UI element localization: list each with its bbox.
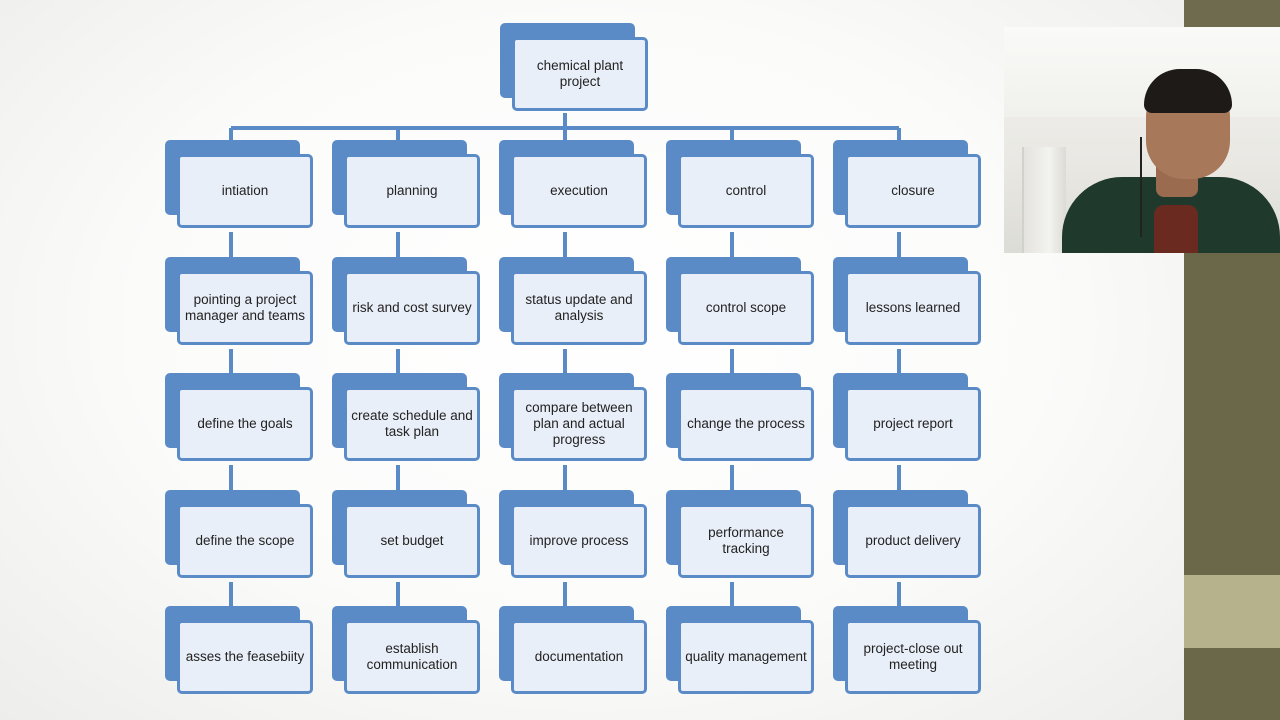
box-front: lessons learned xyxy=(845,271,981,345)
task-label: asses the feasebiity xyxy=(185,649,305,664)
header-node-planning: planning xyxy=(332,140,482,230)
box-front: closure xyxy=(845,154,981,228)
task-label: documentation xyxy=(534,649,624,664)
box-front: documentation xyxy=(511,620,647,694)
webcam-ceiling xyxy=(1004,27,1280,117)
task-node: quality management xyxy=(666,606,816,696)
task-label: change the process xyxy=(687,416,805,431)
box-front: set budget xyxy=(344,504,480,578)
root-node-label: chemical plant project xyxy=(536,58,624,89)
task-node: risk and cost survey xyxy=(332,257,482,347)
task-label: compare between plan and actual progress xyxy=(525,400,633,447)
presenter-webcam-video xyxy=(1004,27,1280,253)
task-node: project-close out meeting xyxy=(833,606,983,696)
task-label: project report xyxy=(873,416,953,431)
box-front: define the scope xyxy=(177,504,313,578)
task-label: status update and analysis xyxy=(525,292,633,323)
box-front: quality management xyxy=(678,620,814,694)
box-front: performance tracking xyxy=(678,504,814,578)
task-label: product delivery xyxy=(865,533,961,548)
box-front: pointing a project manager and teams xyxy=(177,271,313,345)
header-node-initiation: intiation xyxy=(165,140,315,230)
box-front: asses the feasebiity xyxy=(177,620,313,694)
task-node: project report xyxy=(833,373,983,463)
box-front: create schedule and task plan xyxy=(344,387,480,461)
box-front: intiation xyxy=(177,154,313,228)
header-node-execution: execution xyxy=(499,140,649,230)
task-label: define the scope xyxy=(195,533,295,548)
task-node: asses the feasebiity xyxy=(165,606,315,696)
header-label: execution xyxy=(550,183,608,198)
box-front: change the process xyxy=(678,387,814,461)
slide-canvas: chemical plant project intiation pointin… xyxy=(0,0,1184,720)
task-node: establish communication xyxy=(332,606,482,696)
task-node: control scope xyxy=(666,257,816,347)
header-label: intiation xyxy=(221,183,269,198)
webcam-doorway xyxy=(1022,147,1066,253)
earphone-cable xyxy=(1140,137,1142,237)
side-bar-top xyxy=(1184,0,1280,27)
task-label: improve process xyxy=(529,533,629,548)
header-label: closure xyxy=(891,183,935,198)
box-front: status update and analysis xyxy=(511,271,647,345)
presenter-hair xyxy=(1144,69,1232,113)
task-label: set budget xyxy=(380,533,444,548)
box-front: control scope xyxy=(678,271,814,345)
task-label: quality management xyxy=(685,649,807,664)
box-front: product delivery xyxy=(845,504,981,578)
task-label: create schedule and task plan xyxy=(351,408,473,439)
task-node: define the scope xyxy=(165,490,315,580)
task-label: control scope xyxy=(705,300,787,315)
box-front: compare between plan and actual progress xyxy=(511,387,647,461)
task-node: performance tracking xyxy=(666,490,816,580)
header-label: control xyxy=(725,183,767,198)
task-label: pointing a project manager and teams xyxy=(184,292,306,323)
task-node: set budget xyxy=(332,490,482,580)
task-node: documentation xyxy=(499,606,649,696)
side-bar-accent xyxy=(1184,575,1280,648)
task-node: improve process xyxy=(499,490,649,580)
box-front: improve process xyxy=(511,504,647,578)
task-node: define the goals xyxy=(165,373,315,463)
task-label: risk and cost survey xyxy=(352,300,472,315)
box-front: project report xyxy=(845,387,981,461)
task-label: define the goals xyxy=(197,416,293,431)
header-label: planning xyxy=(386,183,438,198)
root-node-front: chemical plant project xyxy=(512,37,648,111)
connector-lines xyxy=(229,113,901,606)
box-front: define the goals xyxy=(177,387,313,461)
task-node: create schedule and task plan xyxy=(332,373,482,463)
task-label: performance tracking xyxy=(708,525,784,556)
task-label: lessons learned xyxy=(865,300,961,315)
box-front: planning xyxy=(344,154,480,228)
box-front: control xyxy=(678,154,814,228)
task-node: status update and analysis xyxy=(499,257,649,347)
task-label: establish communication xyxy=(366,641,458,672)
task-node: lessons learned xyxy=(833,257,983,347)
box-front: establish communication xyxy=(344,620,480,694)
task-node: pointing a project manager and teams xyxy=(165,257,315,347)
task-label: project-close out meeting xyxy=(863,641,963,672)
task-node: compare between plan and actual progress xyxy=(499,373,649,463)
side-bar-bottom xyxy=(1184,648,1280,720)
task-node: product delivery xyxy=(833,490,983,580)
header-node-closure: closure xyxy=(833,140,983,230)
box-front: risk and cost survey xyxy=(344,271,480,345)
root-node: chemical plant project xyxy=(500,23,650,113)
task-node: change the process xyxy=(666,373,816,463)
presenter-shirt xyxy=(1154,205,1198,253)
box-front: project-close out meeting xyxy=(845,620,981,694)
header-node-control: control xyxy=(666,140,816,230)
box-front: execution xyxy=(511,154,647,228)
